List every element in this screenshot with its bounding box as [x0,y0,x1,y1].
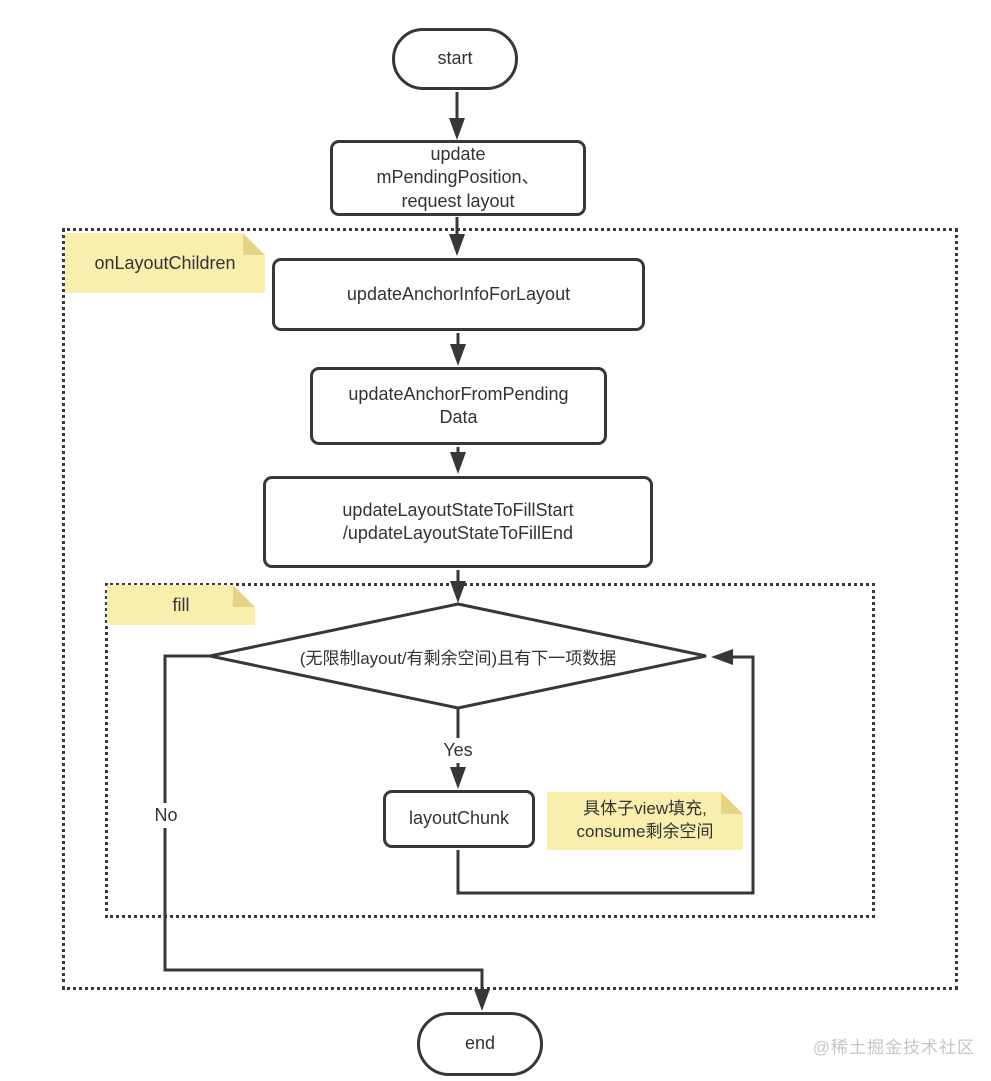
node-start: start [392,28,518,90]
edge-label-yes: Yes [434,738,482,763]
node-layout-chunk-label: layoutChunk [408,808,510,829]
note-onlayoutchildren: onLayoutChildren [65,233,265,293]
node-update-anchor-from-pending: updateAnchorFromPending Data [310,367,607,445]
node-update-anchor-info-label: updateAnchorInfoForLayout [346,283,571,304]
edge-label-no: No [142,803,190,828]
arrowhead-to-update [449,118,465,140]
node-layout-chunk: layoutChunk [383,790,535,848]
node-end-label: end [464,1033,496,1054]
node-update-anchor-from-pending-label: updateAnchorFromPending Data [348,383,569,427]
watermark: @稀土掘金技术社区 [785,1033,975,1058]
note-onlayoutchildren-label: onLayoutChildren [94,252,236,273]
watermark-text: @稀土掘金技术社区 [812,1038,975,1057]
edge-label-yes-text: Yes [443,740,473,760]
edge-label-no-text: No [154,805,178,825]
arrowhead-to-end [474,989,490,1011]
node-start-label: start [437,48,473,69]
note-layoutchunk: 具体子view填充, consume剩余空间 [547,792,743,850]
node-update-layout-state: updateLayoutStateToFillStart /updateLayo… [263,476,653,568]
node-decision: (无限制layout/有剩余空间)且有下一项数据 [230,604,686,708]
node-update: update mPendingPosition、 request layout [330,140,586,216]
node-end: end [417,1012,543,1076]
note-layoutchunk-label: 具体子view填充, consume剩余空间 [576,799,714,841]
node-decision-label: (无限制layout/有剩余空间)且有下一项数据 [299,648,617,668]
note-fill-label: fill [172,594,190,615]
node-update-layout-state-label: updateLayoutStateToFillStart /updateLayo… [342,499,574,543]
node-update-label: update mPendingPosition、 request layout [376,143,540,211]
node-update-anchor-info: updateAnchorInfoForLayout [272,258,645,331]
group-onlayoutchildren [62,228,958,990]
group-fill [105,583,875,918]
